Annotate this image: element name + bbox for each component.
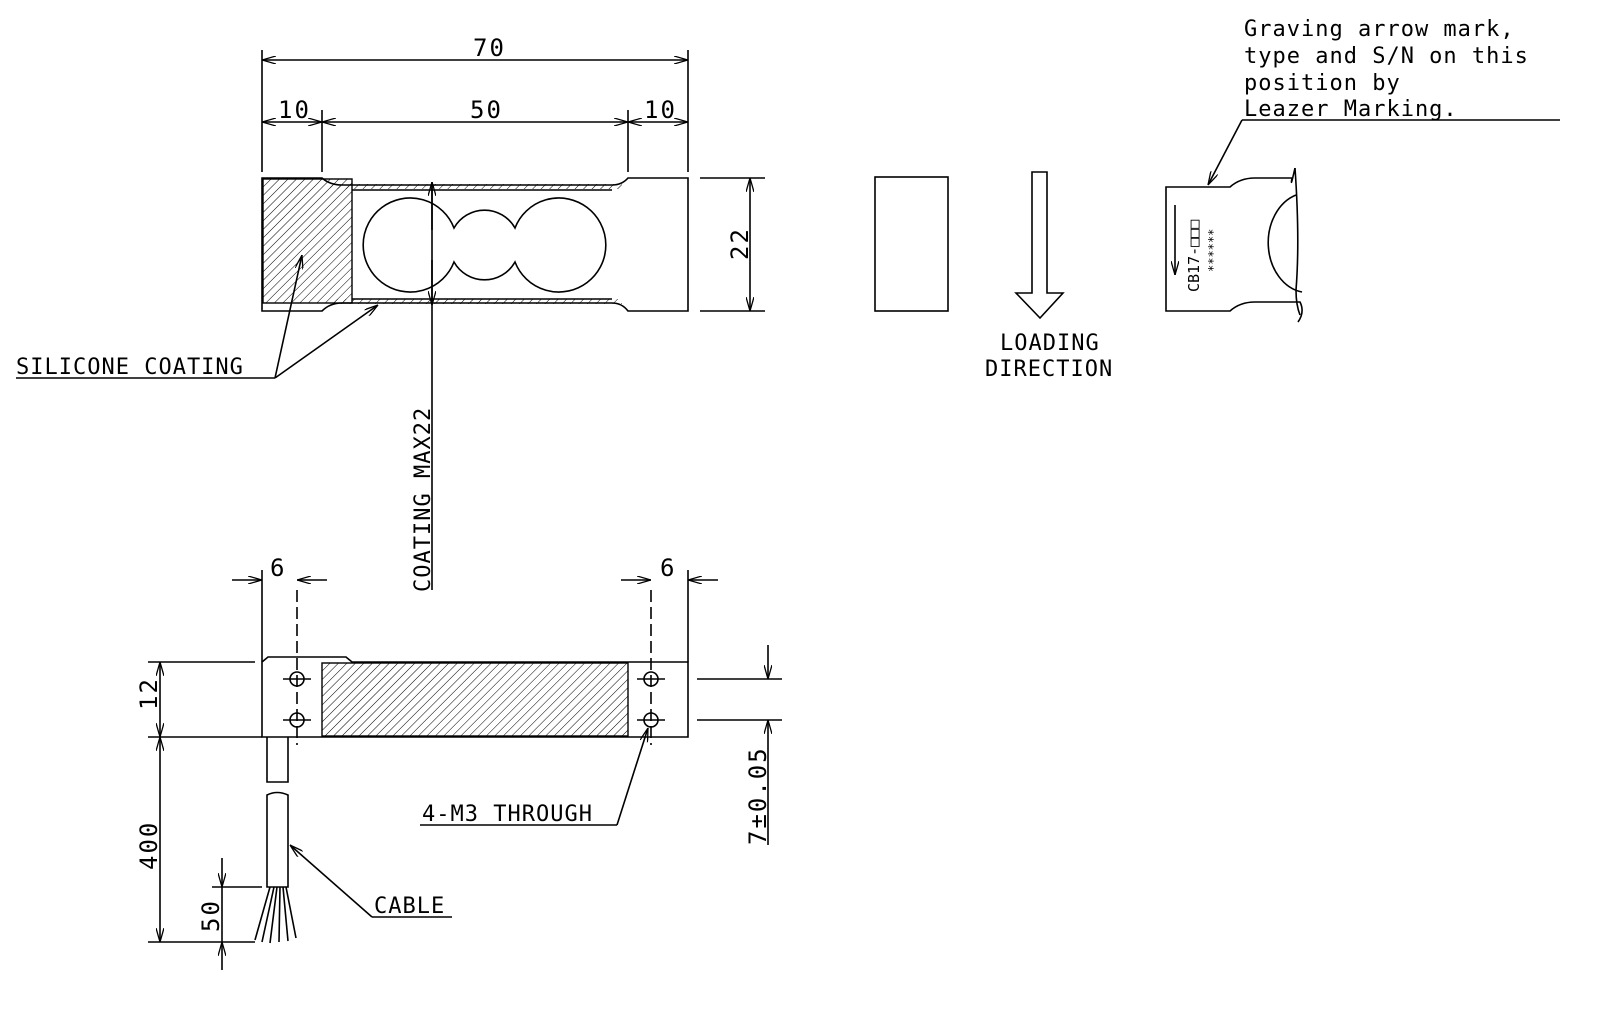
marking-note-line: Leazer Marking. [1244, 97, 1458, 122]
top-view: 6 6 12 400 50 7±0.05 4-M3 THROUGH CABLE [135, 554, 782, 970]
marking-note-line: type and S/N on this [1244, 44, 1529, 69]
dim-width: 12 [135, 677, 163, 710]
dim-hole-offset-right: 6 [660, 554, 676, 582]
loading-arrow-icon [1014, 171, 1065, 320]
dim-hole-pitch: 7±0.05 [744, 746, 772, 845]
coating-strip-bottom [330, 299, 622, 304]
marking-note-line: Graving arrow mark, [1244, 17, 1515, 42]
dim-middle: 50 [470, 96, 503, 124]
dim-hole-offset-left: 6 [270, 554, 286, 582]
through-holes-label: 4-M3 THROUGH [422, 802, 593, 827]
coating-strip-top [330, 184, 622, 189]
loading-label-2: DIRECTION [985, 357, 1113, 382]
marking-note-line: position by [1244, 71, 1401, 96]
bending-beam-holes [362, 197, 607, 293]
dim-end-right: 10 [644, 96, 677, 124]
dim-cable-length: 400 [135, 821, 163, 870]
serial-marking: ****** [1206, 229, 1220, 272]
end-view [874, 176, 949, 312]
silicone-hatch-top [321, 662, 629, 737]
dim-end-left: 10 [278, 96, 311, 124]
cable-label: CABLE [374, 894, 445, 919]
silicone-hatch-left [262, 178, 353, 304]
loading-label-1: LOADING [1000, 331, 1100, 356]
coating-max-label: COATING MAX22 [411, 407, 436, 592]
type-marking: CB17-□□□ [1185, 220, 1203, 292]
dim-wire-strip: 50 [197, 899, 225, 932]
m3-hole-icon [283, 590, 665, 745]
side-view: 70 10 50 10 22 COATING MAX22 SILICONE CO… [16, 34, 765, 592]
silicone-coating-label: SILICONE COATING [16, 355, 244, 380]
marking-view: CB17-□□□ ****** Graving arrow mark, type… [1165, 17, 1560, 323]
marking-note: Graving arrow mark, type and S/N on this… [1244, 17, 1529, 122]
dim-overall-length: 70 [473, 34, 506, 62]
dim-height: 22 [726, 227, 754, 260]
cable [254, 737, 297, 944]
